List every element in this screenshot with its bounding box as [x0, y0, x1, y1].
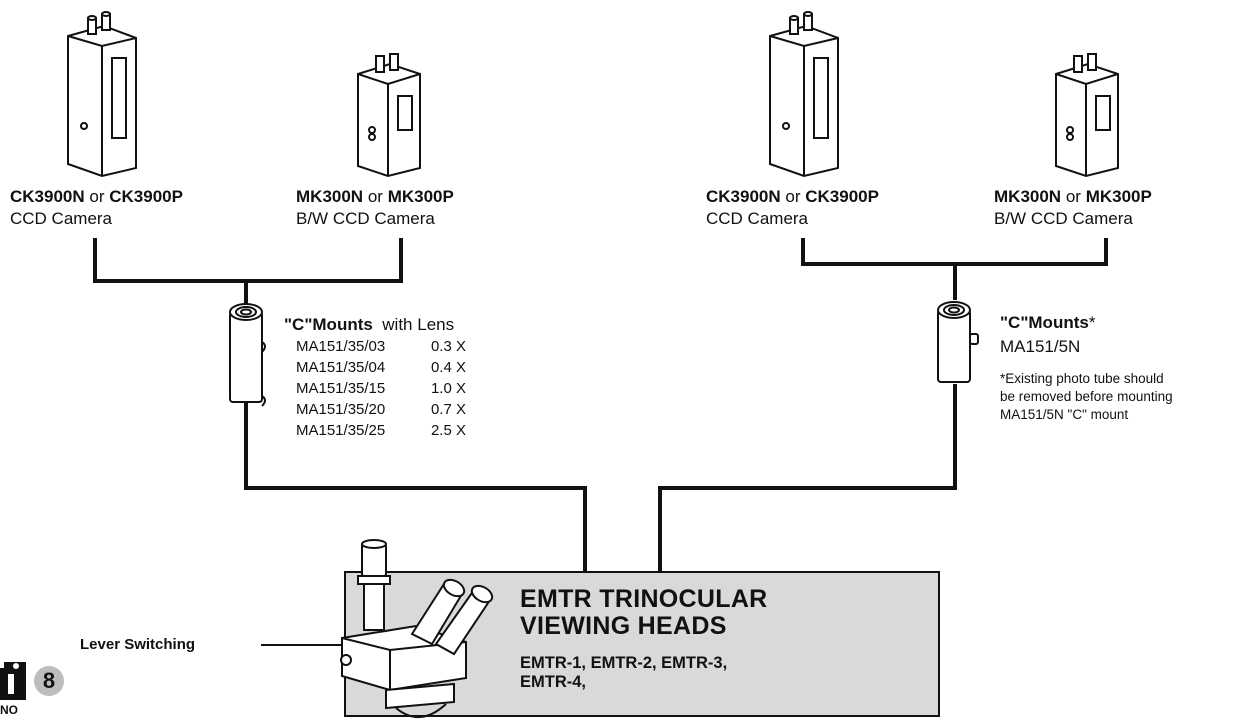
- left-bw-camera-label: MK300N or MK300P B/W CCD Camera: [296, 186, 454, 230]
- ccd-camera-icon: [769, 11, 839, 178]
- right-ccd-camera-label: CK3900N or CK3900P CCD Camera: [706, 186, 879, 230]
- mount-note: *Existing photo tube should be removed b…: [1000, 370, 1173, 424]
- left-feed-line: [244, 403, 587, 574]
- camera-desc: CCD Camera: [10, 209, 113, 228]
- mount-title: "C"Mounts: [284, 315, 373, 334]
- box-models-line: EMTR-4,: [520, 673, 586, 691]
- lens-mag: 0.7 X: [430, 401, 466, 418]
- lens-model: MA151/35/25: [296, 422, 386, 439]
- camera-model: CK3900N: [706, 187, 781, 206]
- box-title-line: EMTR TRINOCULAR: [520, 585, 768, 613]
- mount-title-suffix: with Lens: [382, 315, 455, 334]
- lens-row: MA151/35/04 0.4 X: [296, 357, 466, 378]
- note-mark: *: [1000, 371, 1006, 386]
- lens-row: MA151/35/25 2.5 X: [296, 420, 466, 441]
- lens-mag: 0.3 X: [430, 338, 466, 355]
- mount-title-mark: *: [1088, 313, 1096, 332]
- right-camera-bracket: [801, 238, 1108, 266]
- right-mount-spec: "C"Mounts* MA151/5N *Existing photo tube…: [1000, 312, 1173, 424]
- camera-model: MK300P: [1085, 187, 1152, 206]
- lens-model: MA151/35/20: [296, 401, 386, 418]
- bw-ccd-camera-icon: [357, 53, 421, 178]
- box-title-line: VIEWING HEADS: [520, 612, 727, 640]
- left-mount-spec: "C"Mounts with Lens MA151/35/03 0.3 X MA1…: [284, 314, 466, 441]
- viewing-head-text: EMTR TRINOCULAR VIEWING HEADS EMTR-1, EM…: [520, 586, 768, 692]
- camera-model: CK3900N: [10, 187, 85, 206]
- camera-desc: CCD Camera: [706, 209, 809, 228]
- joiner: or: [1065, 187, 1081, 206]
- lens-mag: 0.4 X: [430, 359, 466, 376]
- left-camera-bracket: [93, 238, 403, 283]
- camera-model: MK300N: [994, 187, 1062, 206]
- note-line: MA151/5N "C" mount: [1000, 407, 1129, 422]
- camera-model: MK300N: [296, 187, 364, 206]
- camera-desc: B/W CCD Camera: [994, 209, 1133, 228]
- lever-switching-label: Lever Switching: [80, 636, 196, 653]
- ccd-camera-icon: [67, 11, 137, 178]
- lens-mag: 1.0 X: [430, 380, 466, 397]
- lens-row: MA151/35/03 0.3 X: [296, 336, 466, 357]
- box-models-line: EMTR-1, EMTR-2, EMTR-3,: [520, 654, 728, 672]
- lens-row: MA151/35/15 1.0 X: [296, 378, 466, 399]
- camera-desc: B/W CCD Camera: [296, 209, 435, 228]
- joiner: or: [785, 187, 801, 206]
- bw-ccd-camera-icon: [1055, 53, 1119, 178]
- c-mount-lens-icon: [229, 303, 266, 407]
- joiner: or: [367, 187, 383, 206]
- camera-model: MK300P: [387, 187, 454, 206]
- right-bw-camera-label: MK300N or MK300P B/W CCD Camera: [994, 186, 1152, 230]
- right-feed-line: [658, 384, 957, 574]
- note-line: be removed before mounting: [1000, 389, 1173, 404]
- mount-title: "C"Mounts: [1000, 313, 1089, 332]
- left-ccd-camera-label: CK3900N or CK3900P CCD Camera: [10, 186, 183, 230]
- info-book-icon: [0, 662, 26, 700]
- mount-model: MA151/5N: [1000, 337, 1081, 356]
- camera-model: CK3900P: [109, 187, 183, 206]
- camera-model: CK3900P: [805, 187, 879, 206]
- joiner: or: [89, 187, 105, 206]
- trinocular-head-icon: [340, 539, 494, 718]
- lens-model: MA151/35/15: [296, 380, 386, 397]
- note-line: Existing photo tube should: [1005, 371, 1164, 386]
- lens-model: MA151/35/04: [296, 359, 386, 376]
- lens-model: MA151/35/03: [296, 338, 386, 355]
- page-number: 8: [34, 666, 64, 696]
- corner-text: NO: [0, 703, 18, 717]
- lens-row: MA151/35/20 0.7 X: [296, 399, 466, 420]
- lens-mag: 2.5 X: [430, 422, 466, 439]
- c-mount-icon: [937, 301, 979, 383]
